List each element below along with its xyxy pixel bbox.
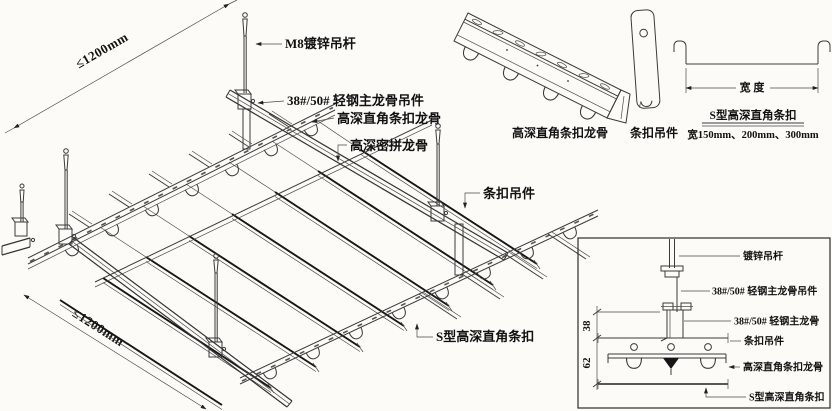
label-runner-hanger: 38#/50# 轻钢主龙骨吊件 (287, 93, 424, 108)
hanger-rod-b (55, 148, 77, 245)
panel-stubs (68, 110, 293, 228)
strip-hanger-component-drawing: 条扣吊件 (629, 9, 678, 140)
section-detail-labels: 镀锌吊杆 38#/50# 轻钢主龙骨吊件 38#/50# 轻钢主龙骨 条扣吊件 … (679, 250, 825, 404)
panel-width-label: 宽 度 (739, 80, 766, 94)
label-m8-rod: M8镀锌吊杆 (285, 36, 356, 51)
hanger-rod-b2 (1, 183, 36, 256)
main-isometric-view: ≤1200mm ≤1200mm (1, 0, 599, 410)
detail-label-runner-hanger: 38#/50# 轻钢主龙骨吊件 (712, 285, 817, 298)
detail-label-rod: 镀锌吊杆 (743, 250, 783, 263)
hanger-rod-c (205, 253, 227, 358)
label-dense-keel: 高深密拼龙骨 (350, 138, 428, 153)
detail-label-panel: S型高深直角条扣 (749, 391, 825, 404)
panel-section-drawing: 宽 度 S型高深直角条扣 宽150mm、200mm、300mm (673, 40, 831, 141)
carrier-component-drawing: 高深直角条扣龙骨 (453, 12, 631, 140)
detail-label-carrier: 高深直角条扣龙骨 (743, 361, 823, 374)
label-carrier: 高深直角条扣龙骨 (337, 111, 441, 126)
hanger-rod-d (427, 123, 464, 276)
panel-section-title: S型高深直角条扣 (710, 108, 797, 122)
detail-label-runner: 38#/50# 轻钢主龙骨 (734, 315, 819, 328)
carrier-detail-caption: 高深直角条扣龙骨 (512, 125, 608, 140)
dimension-bottom-left: ≤1200mm (23, 294, 207, 410)
panel-sizes: 宽150mm、200mm、300mm (686, 128, 818, 141)
dimension-top-left: ≤1200mm (4, 0, 238, 134)
dim-38: 38 (581, 320, 593, 332)
hanger-rod-a (234, 12, 256, 150)
label-panel: S型高深直角条扣 (436, 329, 534, 344)
carrier-rail-top (27, 103, 336, 270)
main-runner-2 (68, 237, 293, 408)
label-strip-hanger: 条扣吊件 (483, 186, 535, 201)
main-runner-1 (225, 89, 509, 261)
dense-joint-keel (94, 119, 433, 288)
dim-top-text: ≤1200mm (73, 29, 131, 71)
carrier-slots (472, 18, 610, 90)
detail-label-strip-hanger: 条扣吊件 (743, 335, 784, 348)
dim-62: 62 (581, 357, 593, 369)
hanger-detail-caption: 条扣吊件 (629, 125, 678, 140)
carrier-rail-bottom (239, 209, 599, 385)
main-view-labels: M8镀锌吊杆 38#/50# 轻钢主龙骨吊件 高深直角条扣龙骨 高深密拼龙骨 条… (255, 36, 535, 344)
section-detail-box: 38 62 镀锌吊杆 38#/50# 轻钢主龙骨吊件 38#/50# 轻钢主龙骨… (577, 237, 831, 409)
